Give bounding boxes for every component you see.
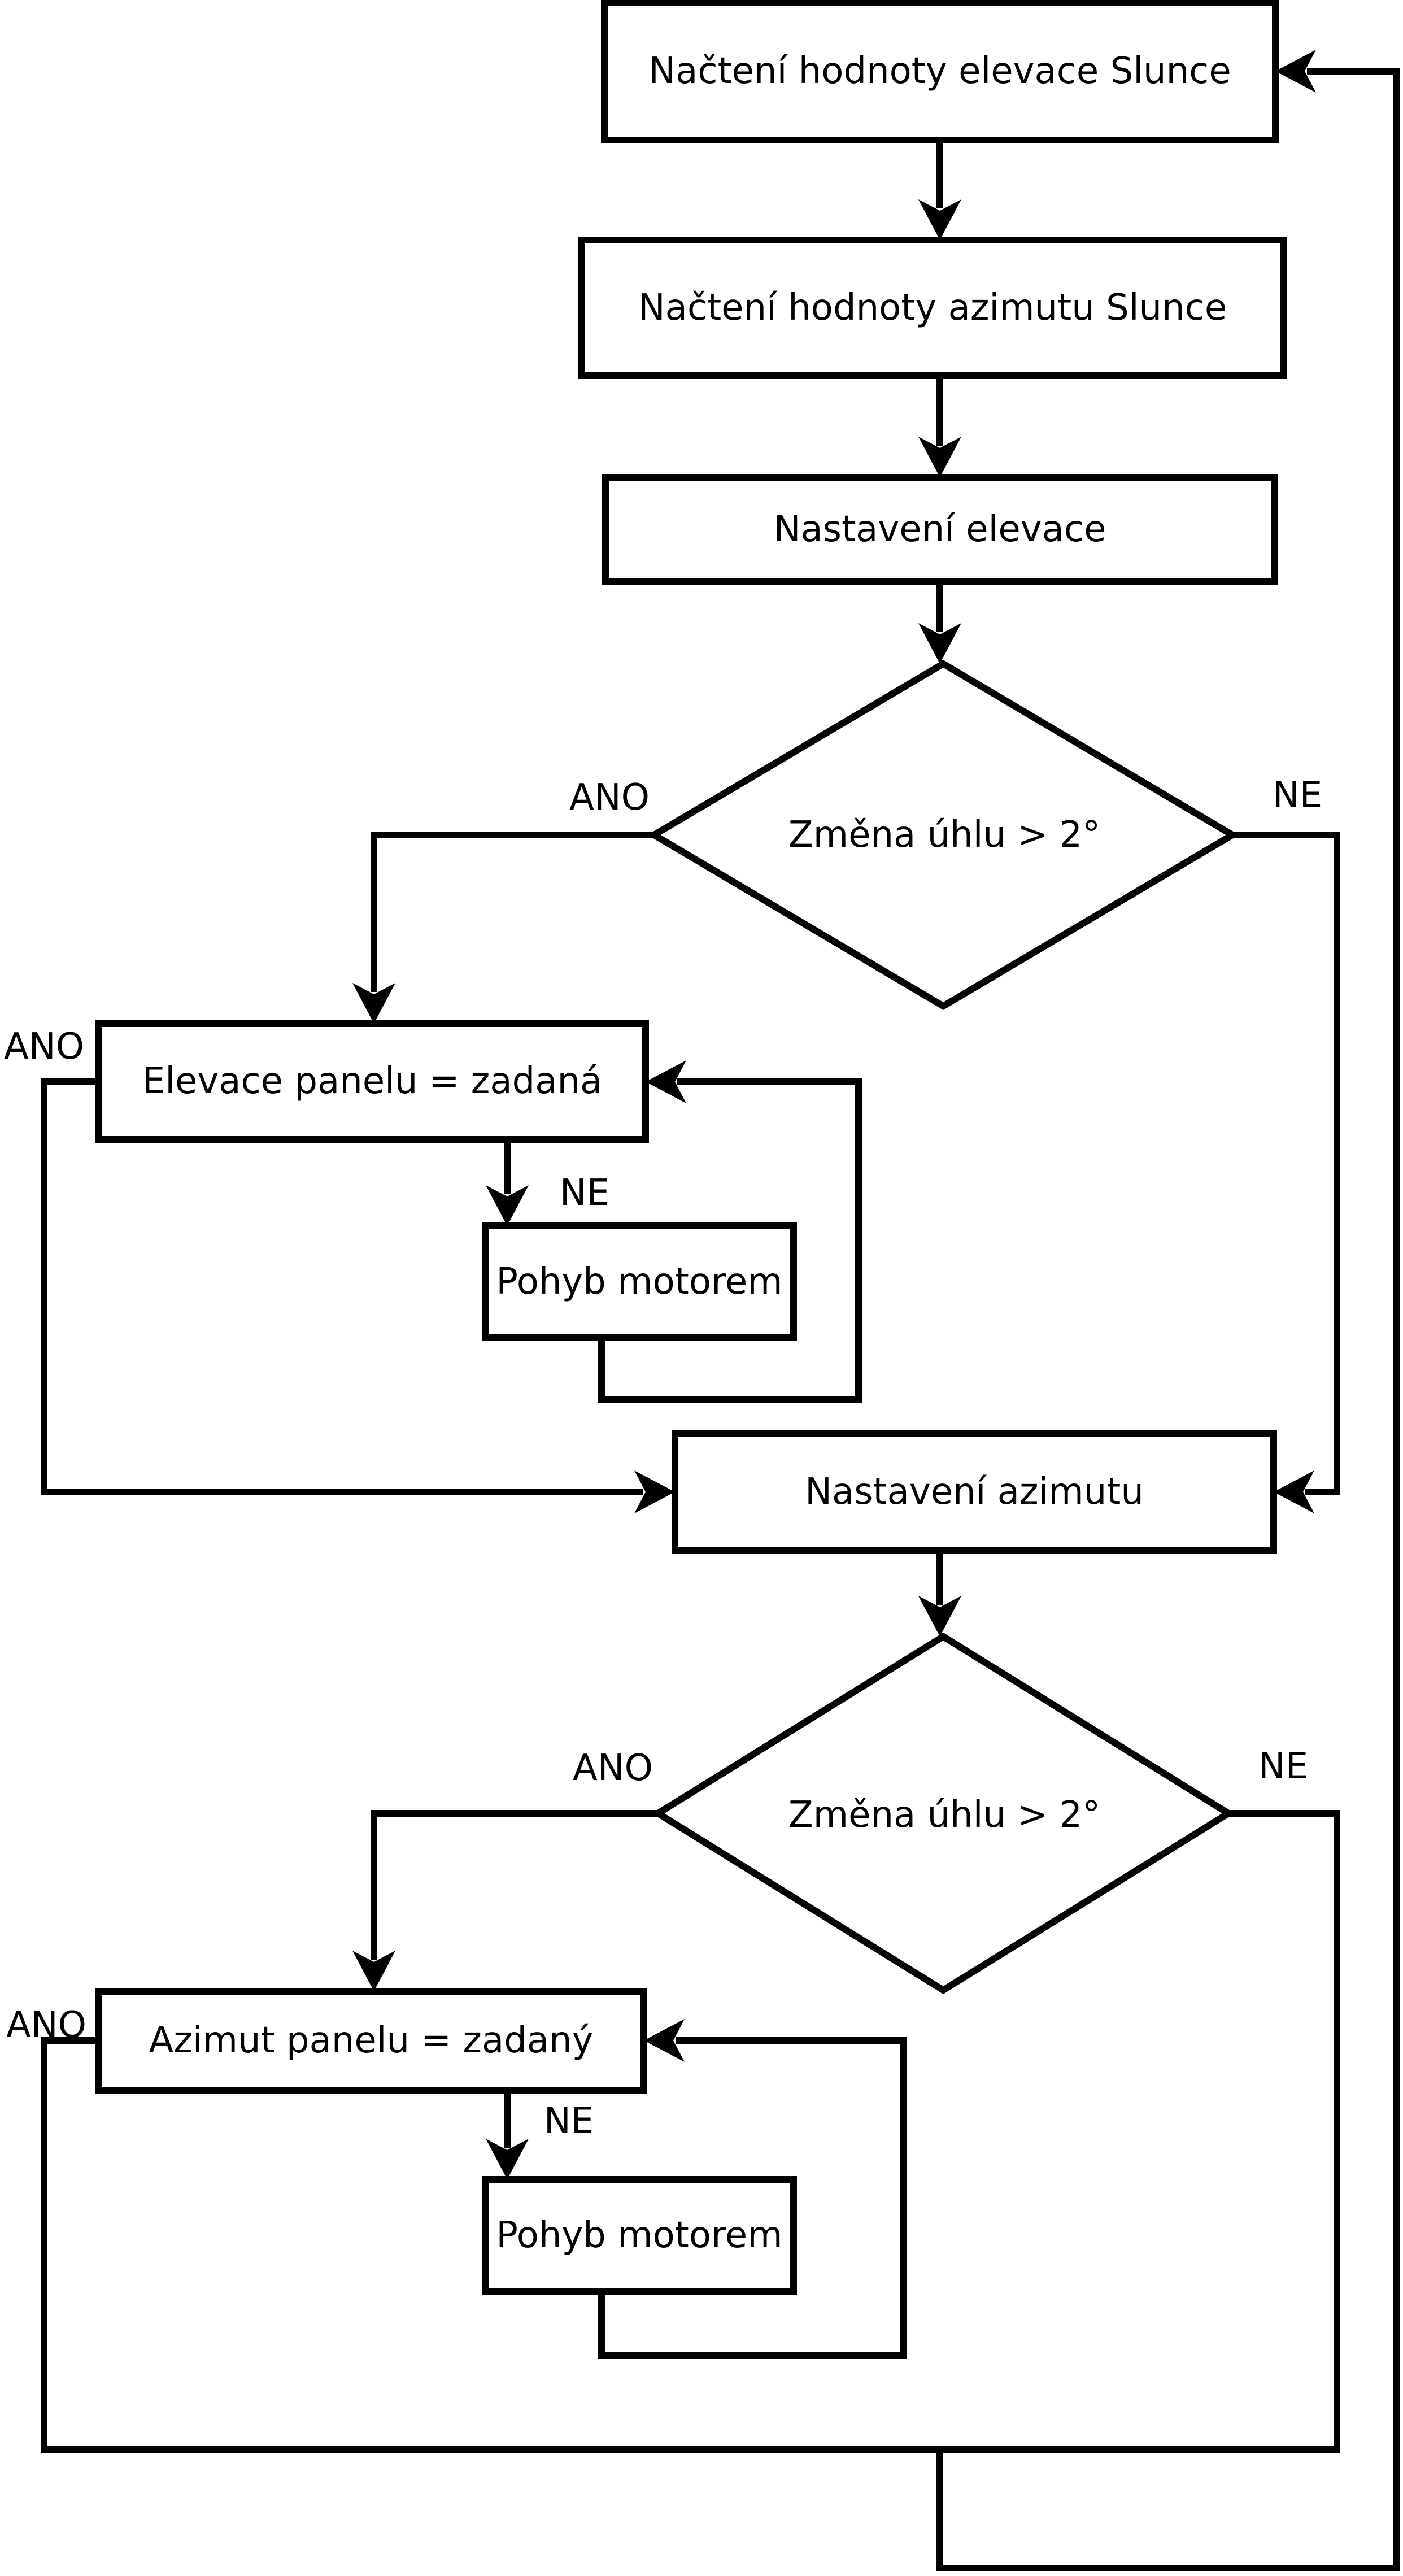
node-label-motor-move-elevation: Pohyb motorem [496, 1261, 783, 1303]
edge-elevation-check-no [1232, 832, 1340, 1513]
process-box-set-elevation [602, 474, 1278, 585]
edge-motor-elevation-loop [598, 1060, 862, 1403]
node-label-read-azimuth: Načtení hodnoty azimutu Slunce [638, 287, 1227, 329]
node-label-elevation-check: Změna úhlu > 2° [788, 814, 1101, 856]
process-box-read-azimuth [578, 237, 1287, 379]
process-box-motor-move-azimuth [482, 2176, 797, 2295]
branch-label-azimuth-check-yes: ANO [572, 1747, 653, 1789]
node-label-read-elevation: Načtení hodnoty elevace Slunce [648, 50, 1231, 92]
branch-label-azimuth-equal-no: NE [543, 2100, 594, 2142]
branch-label-elevation-check-yes: ANO [569, 777, 650, 819]
branch-label-elevation-equal-no: NE [559, 1172, 610, 1214]
process-box-elevation-equal [95, 1020, 649, 1143]
edge-elevation-equal-yes [41, 1078, 675, 1513]
process-box-read-elevation [601, 0, 1279, 143]
process-box-motor-move-elevation [482, 1222, 797, 1341]
edge-motor-azimuth-loop [598, 2019, 907, 2359]
edge-elevation-check-yes [352, 832, 654, 1024]
branch-label-azimuth-check-no: NE [1258, 1746, 1309, 1787]
edge-return-to-start [936, 50, 1400, 2571]
process-box-azimuth-equal [95, 1988, 647, 2094]
process-box-set-azimuth [672, 1430, 1277, 1554]
edge-azimuth-check-no [1228, 1810, 1340, 2453]
branch-label-elevation-equal-yes: ANO [3, 1026, 85, 1068]
node-label-set-elevation: Nastavení elevace [773, 508, 1106, 550]
edge-azimuth-equal-yes [41, 2037, 99, 2453]
branch-label-azimuth-equal-yes: ANO [6, 2004, 87, 2046]
node-label-azimuth-check: Změna úhlu > 2° [788, 1794, 1101, 1836]
node-label-motor-move-azimuth: Pohyb motorem [496, 2214, 783, 2256]
node-label-elevation-equal: Elevace panelu = zadaná [142, 1060, 603, 1102]
node-label-set-azimuth: Nastavení azimutu [805, 1471, 1144, 1513]
branch-label-elevation-check-no: NE [1272, 774, 1323, 816]
decision-diamond-elevation-check [647, 660, 1239, 1010]
edge-azimuth-check-yes [352, 1810, 658, 1991]
decision-diamond-azimuth-check [651, 1632, 1235, 1995]
node-label-azimuth-equal: Azimut panelu = zadaný [149, 2020, 594, 2061]
